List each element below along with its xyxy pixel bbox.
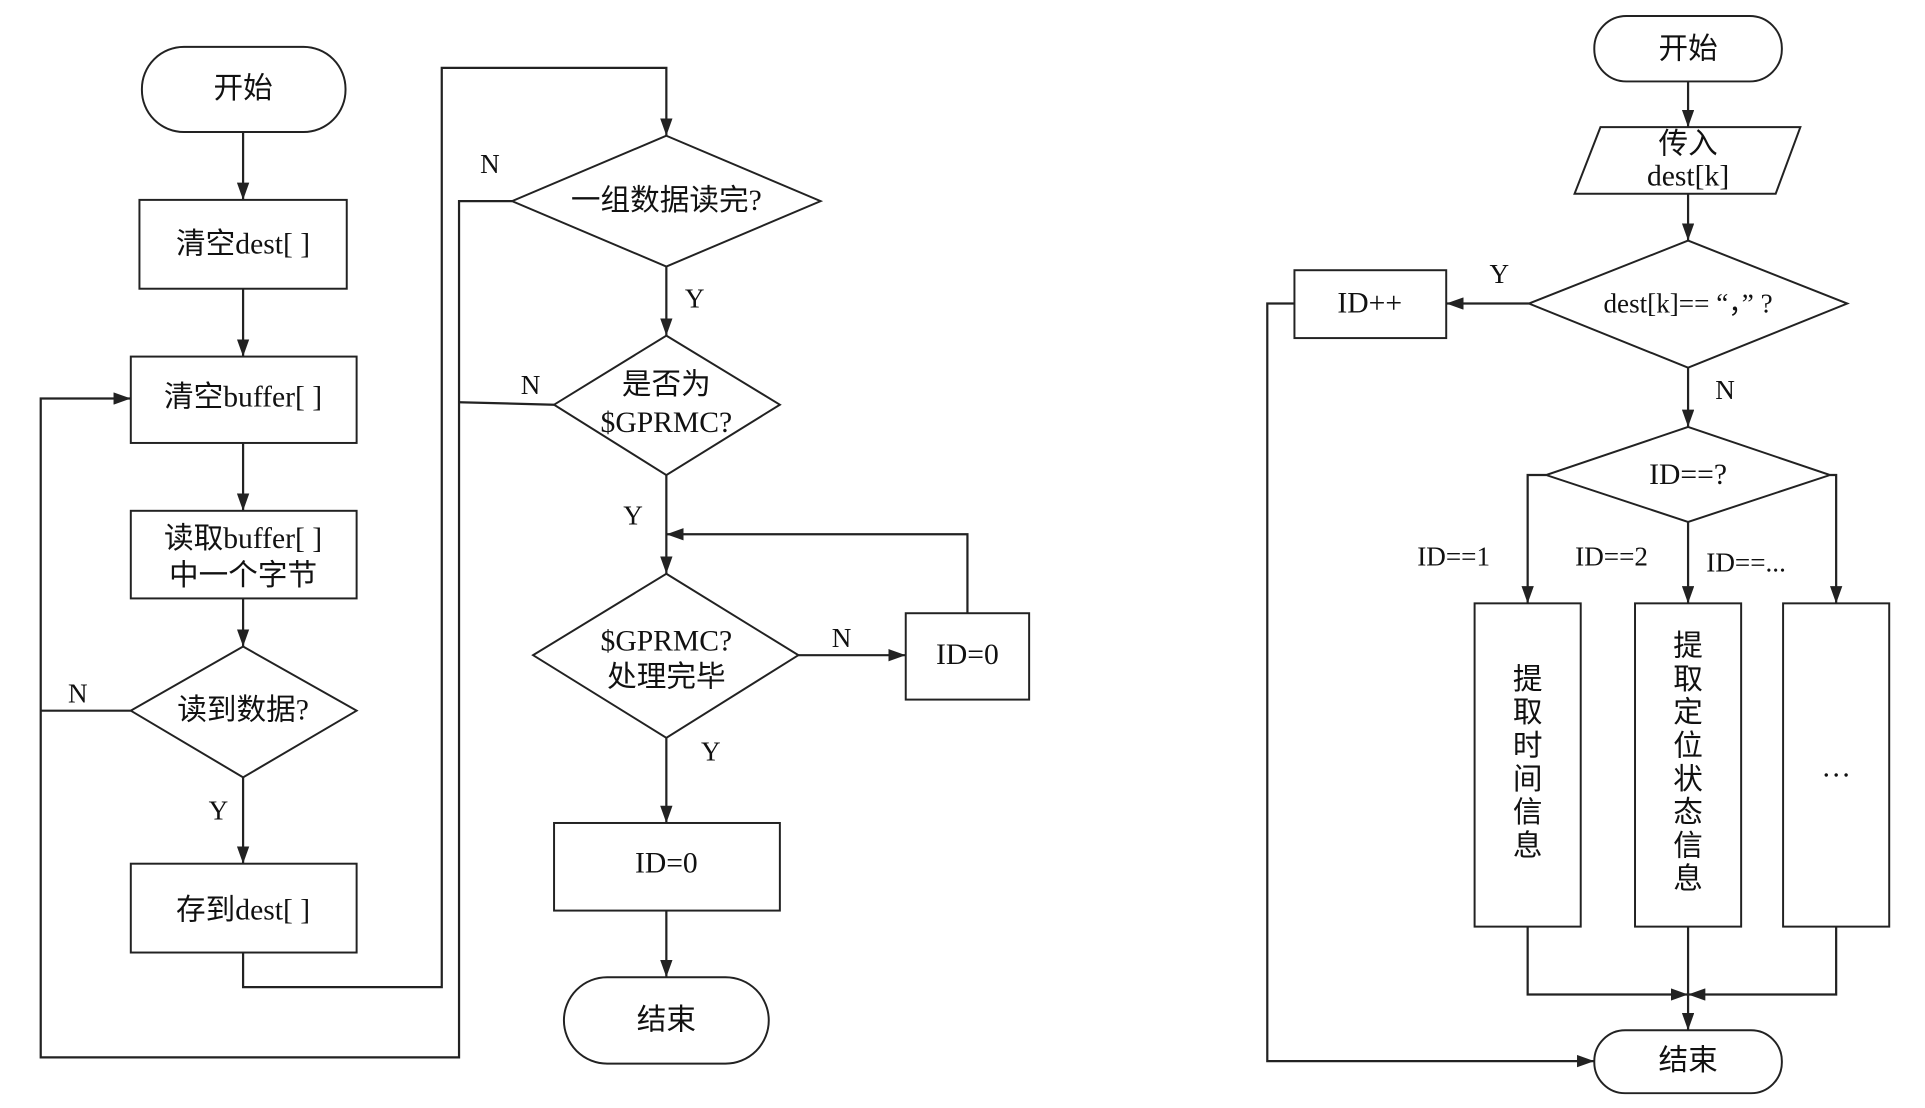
vertical-char: 间	[1513, 764, 1543, 796]
is-gprmc-label-line2: $GPRMC?	[601, 407, 733, 439]
arrow-time-to-merge	[1526, 926, 1689, 1001]
gprmc-done-no-label: N	[832, 623, 852, 653]
group-done-no-label: N	[480, 149, 500, 179]
vertical-char: 取	[1673, 664, 1703, 696]
extract-position-status-label: 提取定位状态信息	[1673, 630, 1703, 896]
arrow-case-more	[1829, 473, 1843, 604]
middle-end-label: 结束	[637, 1003, 696, 1036]
clear-dest-label: 清空dest[ ]	[176, 227, 310, 260]
vertical-char: 时	[1513, 729, 1543, 762]
data-read-no-label: N	[68, 678, 88, 708]
extract-time-label: 提取时间信息	[1513, 663, 1543, 863]
line-is-gprmc-no	[459, 401, 555, 406]
left-flowchart: 开始 清空dest[ ] 清空buffer[ ] 读取buffer[ ] 中一个…	[39, 45, 673, 1059]
vertical-char: 息	[1673, 863, 1703, 896]
input-label-line1: 传入	[1658, 127, 1717, 160]
extract-position-status-box	[1634, 602, 1743, 928]
reset-id-label: ID=0	[635, 848, 698, 880]
is-gprmc-yes-label: Y	[623, 501, 643, 531]
vertical-char: 定	[1673, 696, 1703, 729]
vertical-char: 位	[1673, 729, 1703, 762]
arrow-loop-back-to-clear-buffer	[39, 200, 513, 1059]
id-switch-diamond	[1543, 425, 1834, 523]
gprmc-done-label-line1: $GPRMC?	[601, 626, 733, 658]
is-gprmc-no-label: N	[521, 370, 541, 400]
left-start-label: 开始	[213, 72, 272, 105]
vertical-char: 提	[1673, 630, 1703, 663]
reset-id-loop-label: ID=0	[936, 639, 999, 671]
vertical-char: 态	[1673, 796, 1703, 829]
input-parallelogram	[1573, 126, 1802, 195]
comma-decision-label: dest[k]== “，” ?	[1603, 289, 1772, 319]
case-2-label: ID==2	[1575, 541, 1648, 571]
data-read-decision-label: 读到数据?	[177, 694, 309, 727]
gprmc-done-label-line2: 处理完毕	[607, 660, 725, 693]
case-more-label: ID==...	[1706, 548, 1786, 578]
reset-id-loop-box	[904, 612, 1031, 701]
vertical-char: 信	[1673, 829, 1703, 862]
more-cases-label: …	[1821, 751, 1851, 783]
gprmc-done-yes-label: Y	[701, 736, 721, 766]
group-done-decision-label: 一组数据读完?	[571, 184, 762, 217]
vertical-char: 信	[1513, 796, 1543, 829]
read-byte-label-line2: 中一个字节	[169, 559, 317, 592]
clear-buffer-label: 清空buffer[ ]	[164, 380, 322, 413]
right-flowchart: 开始 传入 dest[k] dest[k]== “，” ? ID++ ID==?…	[1266, 15, 1891, 1095]
right-start-label: 开始	[1658, 32, 1717, 65]
group-done-decision-diamond	[509, 134, 824, 268]
data-read-yes-label: Y	[209, 796, 229, 826]
vertical-char: 提	[1513, 663, 1543, 696]
arrow-reset-loop-back	[666, 528, 969, 614]
increment-id-box	[1293, 269, 1448, 340]
reset-id-box	[553, 821, 781, 912]
id-switch-label: ID==?	[1649, 459, 1727, 491]
arrow-store-to-group-decision	[241, 66, 673, 989]
store-dest-box	[129, 862, 358, 954]
middle-flowchart: 一组数据读完? 是否为 $GPRMC? $GPRMC? 处理完毕 ID=0 ID…	[459, 134, 1031, 1065]
vertical-char: 息	[1513, 829, 1543, 862]
input-label-line2: dest[k]	[1647, 160, 1729, 192]
right-end-label: 结束	[1658, 1044, 1717, 1077]
read-byte-label-line1: 读取buffer[ ]	[164, 522, 322, 555]
arrow-case-1	[1521, 473, 1547, 604]
arrow-more-to-merge	[1688, 926, 1838, 1001]
vertical-char: 取	[1513, 697, 1543, 729]
arrow-increment-to-end	[1266, 302, 1595, 1068]
group-done-yes-label: Y	[685, 284, 705, 314]
case-1-label: ID==1	[1417, 541, 1490, 571]
vertical-char: 状	[1673, 763, 1703, 796]
is-gprmc-decision-diamond	[552, 334, 782, 477]
comma-no-label: N	[1715, 375, 1735, 405]
is-gprmc-label-line1: 是否为	[622, 368, 711, 401]
store-dest-label: 存到dest[ ]	[176, 894, 310, 927]
comma-yes-label: Y	[1489, 259, 1509, 289]
increment-id-label: ID++	[1337, 288, 1402, 320]
